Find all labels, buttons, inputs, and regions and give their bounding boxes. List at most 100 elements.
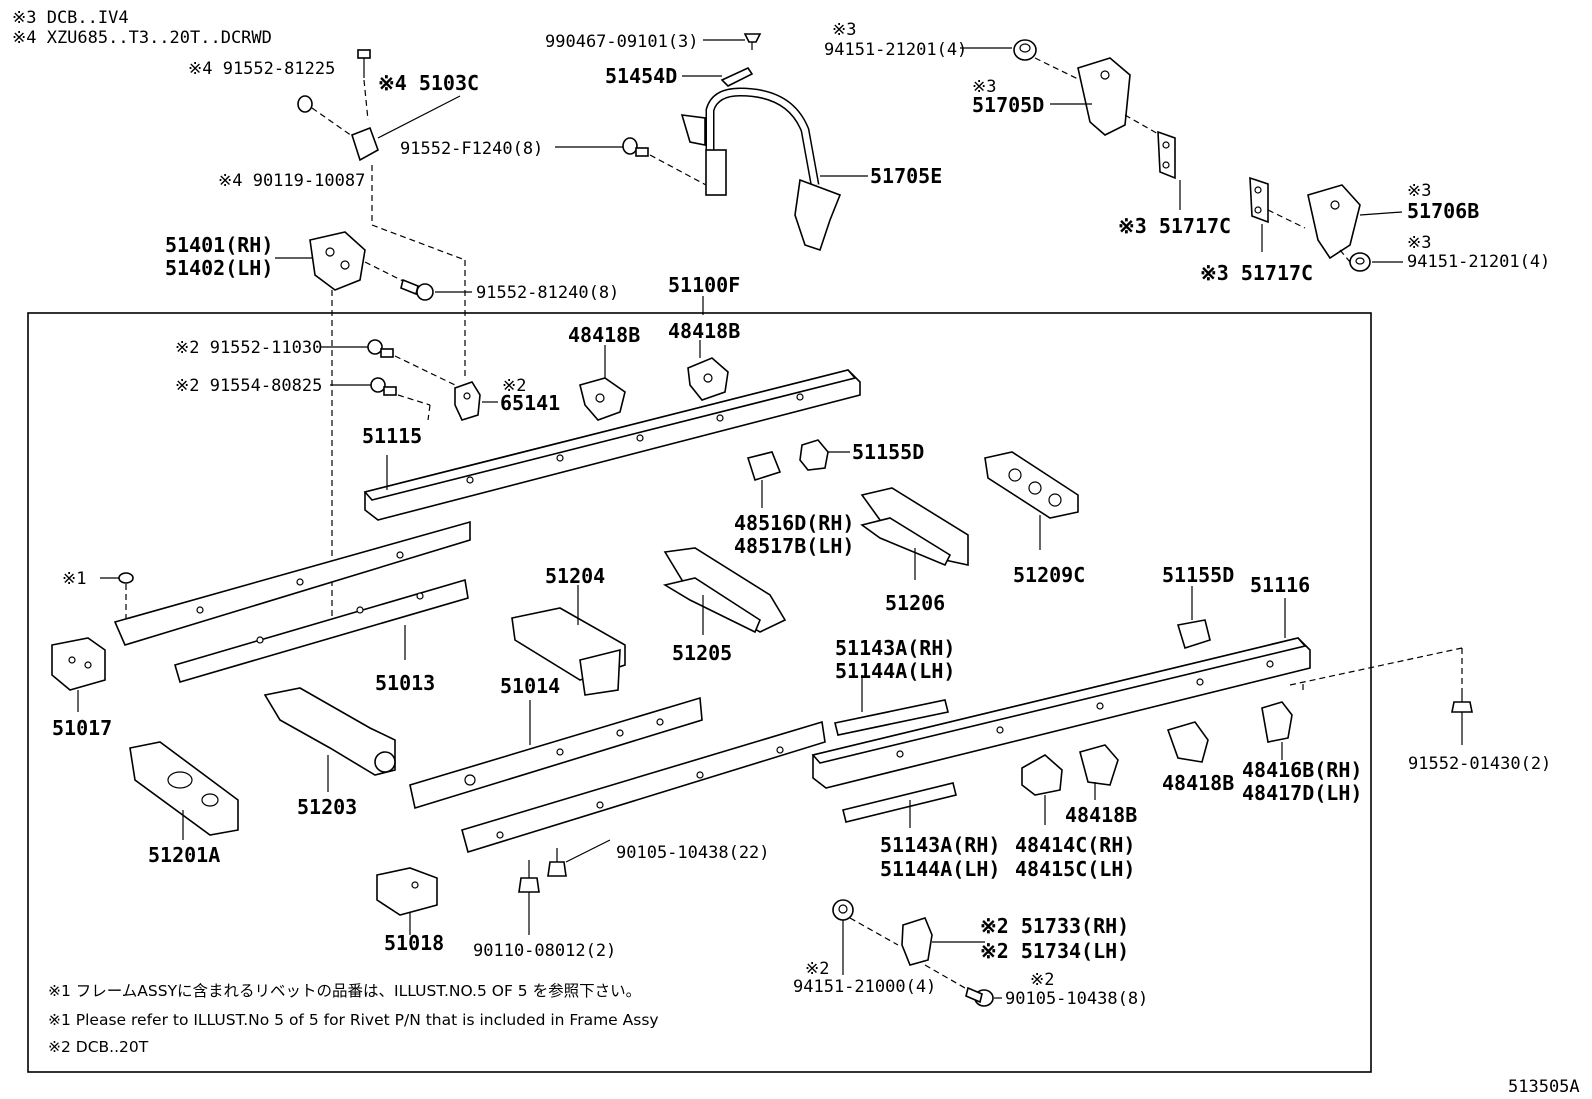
- rail-51115[interactable]: [363, 369, 861, 521]
- bracket-51454d[interactable]: [682, 66, 754, 87]
- rail-51116[interactable]: [811, 598, 1311, 789]
- footer-note-1: ※1 フレームASSYに含まれるリベットの品番は、ILLUST.NO.5 OF …: [48, 982, 641, 1000]
- label-mark2-c: ※2: [1030, 970, 1054, 990]
- nut-94151-21201-a[interactable]: [960, 39, 1081, 81]
- label-5103c: ※4 5103C: [378, 71, 479, 95]
- footer-note-3: ※2 DCB..20T: [48, 1038, 149, 1056]
- label-94151-21000: 94151-21000(4): [793, 977, 936, 997]
- label-90105-10438-b: 90105-10438(8): [1005, 989, 1148, 1009]
- label-51454d: 51454D: [605, 64, 677, 88]
- label-51155d-b: 51155D: [1162, 563, 1234, 587]
- bracket-48418b-a[interactable]: [579, 345, 626, 421]
- bracket-51155d-a[interactable]: [799, 439, 850, 471]
- label-51203: 51203: [297, 795, 357, 819]
- bolt-91552-01430[interactable]: [1451, 690, 1473, 745]
- label-51018: 51018: [384, 931, 444, 955]
- label-mark3-c: ※3: [1407, 181, 1431, 201]
- nut-94151-21201-b[interactable]: [1349, 252, 1403, 272]
- label-51204: 51204: [545, 564, 605, 588]
- crossmember-51206[interactable]: [860, 487, 969, 580]
- label-51116: 51116: [1250, 573, 1310, 597]
- bolt-90110-08012[interactable]: [518, 860, 540, 935]
- header-note-2: ※4 XZU685..T3..20T..DCRWD: [12, 28, 272, 48]
- bracket-5103c[interactable]: [351, 95, 461, 162]
- bracket-48414c-48415c[interactable]: [1021, 754, 1063, 825]
- label-990467-09101: 990467-09101(3): [545, 32, 699, 52]
- bolt-91552-81240[interactable]: [400, 278, 472, 301]
- label-51706b: 51706B: [1407, 199, 1479, 223]
- bracket-51018[interactable]: [376, 867, 438, 935]
- crossmember-51201a[interactable]: [129, 741, 239, 840]
- label-51734: ※2 51734(LH): [980, 939, 1129, 963]
- label-mark2-b: ※2: [805, 959, 829, 979]
- label-51100f: 51100F: [668, 273, 740, 297]
- bracket-65141[interactable]: [454, 381, 498, 421]
- crossmember-51203[interactable]: [263, 687, 396, 792]
- crossmember-51204[interactable]: [511, 585, 626, 696]
- label-51717c-a: ※3 51717C: [1118, 214, 1231, 238]
- label-51733: ※2 51733(RH): [980, 914, 1129, 938]
- label-51014: 51014: [500, 674, 560, 698]
- bracket-48418b-d[interactable]: [1166, 721, 1209, 763]
- label-90105-10438-a: 90105-10438(22): [616, 843, 770, 863]
- bolt-91552-f1240[interactable]: [555, 137, 707, 186]
- label-90110-08012: 90110-08012(2): [473, 941, 616, 961]
- label-51209c: 51209C: [1013, 563, 1085, 587]
- label-48418b-d: 48418B: [1162, 771, 1234, 795]
- clip-990467-09101[interactable]: [703, 33, 762, 50]
- bolt-90105-10438-a[interactable]: [547, 839, 611, 877]
- label-48417d: 48417D(LH): [1242, 781, 1362, 805]
- bracket-51017[interactable]: [51, 637, 106, 712]
- bracket-48418b-b[interactable]: [687, 340, 729, 401]
- bracket-51401-51402[interactable]: [275, 231, 406, 625]
- label-51143a-a: 51143A(RH): [835, 636, 955, 660]
- bracket-48418b-c[interactable]: [1079, 744, 1119, 800]
- shackle-51717c-b[interactable]: [1249, 176, 1306, 252]
- bracket-51155d-b[interactable]: [1176, 586, 1211, 650]
- bolt-91552-11030[interactable]: [320, 339, 456, 386]
- hanger-51705e[interactable]: [680, 87, 868, 252]
- rail-lower[interactable]: [461, 720, 826, 854]
- label-51155d-a: 51155D: [852, 440, 924, 464]
- crossmember-51209c[interactable]: [984, 451, 1079, 550]
- label-51206: 51206: [885, 591, 945, 615]
- bracket-48416b-48417d[interactable]: [1261, 647, 1463, 760]
- bracket-51705d[interactable]: [1050, 57, 1161, 136]
- bolt-90119-10087[interactable]: [297, 95, 353, 137]
- bolt-90105-10438-b[interactable]: [965, 986, 1002, 1007]
- label-51402: 51402(LH): [165, 256, 273, 280]
- label-51144a-b: 51144A(LH): [880, 857, 1000, 881]
- label-48418b-a: 48418B: [568, 323, 640, 347]
- bolt-91554-80825[interactable]: [330, 377, 431, 421]
- shackle-51717c-a[interactable]: [1157, 130, 1181, 210]
- label-mark1: ※1: [62, 569, 86, 589]
- rail-51014[interactable]: [409, 696, 703, 810]
- label-51201a: 51201A: [148, 843, 220, 867]
- crossmember-51205[interactable]: [662, 547, 787, 635]
- label-mark3-b: ※3: [972, 77, 996, 97]
- label-48418b-b: 48418B: [668, 319, 740, 343]
- label-91552-81240: 91552-81240(8): [476, 283, 619, 303]
- plate-51143a-b[interactable]: [842, 782, 957, 828]
- nut-94151-21000[interactable]: [832, 899, 899, 975]
- label-51143a-b: 51143A(RH): [880, 833, 1000, 857]
- bracket-51706b[interactable]: [1307, 184, 1403, 263]
- label-mark3-a: ※3: [832, 20, 856, 40]
- label-48415c: 48415C(LH): [1015, 857, 1135, 881]
- bracket-51733-51734[interactable]: [901, 917, 985, 989]
- bracket-48516d-48517b[interactable]: [746, 451, 782, 508]
- label-51205: 51205: [672, 641, 732, 665]
- label-mark3-d: ※3: [1407, 233, 1431, 253]
- label-65141: 65141: [500, 391, 560, 415]
- label-48418b-c: 48418B: [1065, 803, 1137, 827]
- rail-51013[interactable]: [113, 520, 471, 683]
- header-note-1: ※3 DCB..IV4: [12, 8, 129, 28]
- label-48416b: 48416B(RH): [1242, 758, 1362, 782]
- label-48516d: 48516D(RH): [734, 511, 854, 535]
- frame-assy-box: [27, 312, 1372, 1073]
- plate-51143a-a[interactable]: [834, 675, 949, 736]
- bolt-91552-81225[interactable]: [357, 49, 371, 121]
- rivet[interactable]: [100, 572, 134, 620]
- label-90119-10087: ※4 90119-10087: [218, 171, 365, 191]
